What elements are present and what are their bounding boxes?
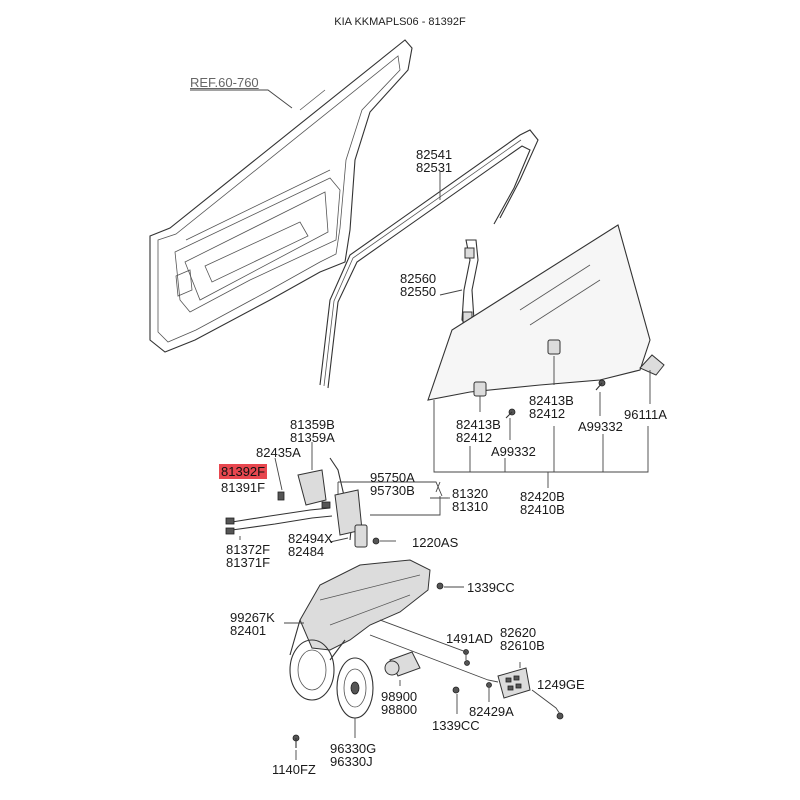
callout-82435a: 82435A [256,445,301,460]
door-frame [149,39,413,353]
fasteners [292,537,564,748]
callout-a99332-right: A99332 [578,419,623,434]
part-number: 81359A [290,430,335,445]
ref-label: REF.60-760 [190,75,259,90]
part-number: 82610B [500,638,545,653]
callout-81359b: 81359B 81359A [290,418,335,444]
part-number: 96330G [330,741,377,756]
callout-81392f-highlighted[interactable]: 81392F [219,464,268,479]
part-number: 82401 [230,623,267,638]
part-number: 82410B [520,502,565,517]
part-number: 82413B [529,393,574,408]
part-number: 82412 [456,430,493,445]
door-switch-module [497,667,531,699]
part-number: 98800 [381,702,418,717]
part-number: 82420B [520,489,565,504]
callout-82420b: 82420B 82410B [520,490,565,516]
part-number: 82560 [400,271,437,286]
regulator-motor [384,651,421,677]
part-number: 82541 [416,147,453,162]
callout-1339cc-top: 1339CC [467,580,515,595]
part-number: 98900 [381,689,418,704]
part-number: 82413B [456,417,501,432]
part-number: 81359B [290,417,335,432]
part-number: 81310 [452,499,489,514]
part-number: 99267K [230,610,275,625]
glass-brackets [473,339,665,419]
callout-82429a: 82429A [469,704,514,719]
callout-98900: 98900 98800 [381,690,417,716]
part-number: 82620 [500,625,537,640]
part-number: 82412 [529,406,566,421]
speaker [336,657,374,719]
part-number: 81372F [226,542,271,557]
callout-96330g: 96330G 96330J [330,742,376,768]
callout-96111a: 96111A [624,407,667,422]
door-glass [427,224,651,401]
callout-99267k: 99267K 82401 [230,611,275,637]
door-latch [277,457,368,548]
callout-82494x: 82494X 82484 [288,532,333,558]
part-number: 81320 [452,486,489,501]
part-number: 95730B [370,483,415,498]
leader-lines [190,89,651,760]
callout-82620: 82620 82610B [500,626,545,652]
callout-1140fz: 1140FZ [272,762,316,777]
callout-82413b-left: 82413B 82412 [456,418,501,444]
diagram-title: KIA KKMAPLS06 - 81392F [334,16,466,28]
part-number: 82550 [400,284,437,299]
callout-95750a: 95750A 95730B [370,471,415,497]
part-number: 82531 [416,160,453,175]
part-number: 95750A [370,470,415,485]
callout-1249ge: 1249GE [537,677,585,692]
window-regulator [289,559,444,701]
callout-81372f: 81372F 81371F [226,543,270,569]
part-number: 96330J [330,754,373,769]
part-number: 82484 [288,544,325,559]
part-number: 82494X [288,531,333,546]
callout-81391f: 81391F [221,480,266,495]
callout-1491ad: 1491AD [446,631,493,646]
callout-1339cc-bottom: 1339CC [432,718,480,733]
callout-1220as: 1220AS [412,535,459,550]
callout-82413b-mid: 82413B 82412 [529,394,574,420]
glass-run-channel [319,129,539,389]
callout-81320: 81320 81310 [452,487,488,513]
door-cables [225,501,333,535]
callout-82541: 82541 82531 [416,148,452,174]
callout-82560: 82560 82550 [400,272,436,298]
callout-a99332-mid: A99332 [491,444,536,459]
part-number: 81371F [226,555,271,570]
